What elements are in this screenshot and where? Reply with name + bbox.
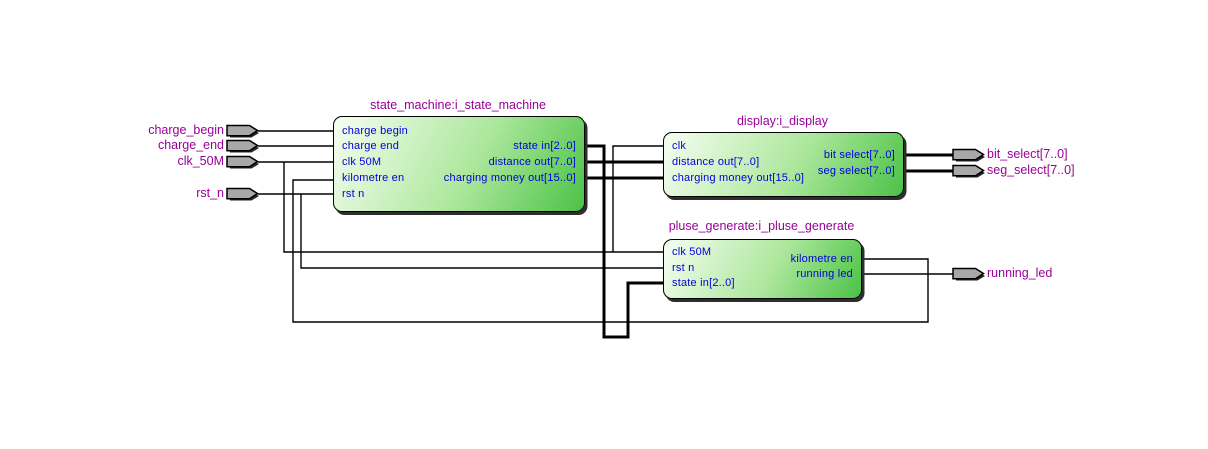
output-pin-arrow-icon bbox=[952, 164, 985, 177]
port-clk: clk bbox=[672, 140, 687, 152]
pin-glyph bbox=[226, 155, 259, 169]
block-title-pluse-generate: pluse_generate:i_pluse_generate bbox=[668, 219, 855, 233]
output-pin-arrow-icon bbox=[952, 148, 985, 161]
input-pin-clk-50m[interactable] bbox=[226, 155, 260, 169]
output-pin-bit-select[interactable] bbox=[952, 148, 986, 162]
input-pin-arrow-icon bbox=[226, 155, 259, 168]
wire-kilometre-en-feedback[interactable] bbox=[292, 179, 929, 323]
port-running-led: running led bbox=[796, 268, 853, 280]
input-pin-rst-n[interactable] bbox=[226, 187, 260, 201]
wire-rst-n-branch-pluse[interactable] bbox=[300, 194, 663, 269]
port-rst-n: rst n bbox=[672, 262, 695, 274]
input-pin-arrow-icon bbox=[226, 187, 259, 200]
port-charge-begin: charge begin bbox=[342, 125, 409, 137]
block-state-machine[interactable]: charge begin charge end clk 50M kilometr… bbox=[333, 116, 585, 212]
port-bit-select: bit select[7..0] bbox=[823, 149, 895, 161]
block-display[interactable]: clk distance out[7..0] charging money ou… bbox=[663, 132, 904, 197]
port-distance-out: distance out[7..0] bbox=[488, 156, 576, 168]
input-pin-arrow-icon bbox=[226, 139, 259, 152]
output-pin-arrow-icon bbox=[952, 267, 985, 280]
output-pin-seg-select[interactable] bbox=[952, 164, 986, 178]
port-distance-out: distance out[7..0] bbox=[672, 156, 760, 168]
input-pin-charge-begin[interactable] bbox=[226, 124, 260, 138]
port-state-in: state in[2..0] bbox=[513, 140, 576, 152]
port-kilometre-en: kilometre en bbox=[790, 253, 853, 265]
pin-glyph bbox=[226, 139, 259, 153]
input-pin-label-charge-begin: charge_begin bbox=[148, 123, 224, 137]
port-charge-end: charge end bbox=[342, 140, 400, 152]
pin-glyph bbox=[952, 164, 985, 178]
port-charging-money-out: charging money out[15..0] bbox=[672, 172, 805, 184]
port-clk-50m: clk 50M bbox=[342, 156, 382, 168]
block-title-state-machine: state_machine:i_state_machine bbox=[370, 98, 546, 112]
output-pin-label-running-led: running_led bbox=[987, 266, 1053, 280]
port-charging-money-out: charging money out[15..0] bbox=[443, 172, 576, 184]
pin-glyph bbox=[226, 187, 259, 201]
input-pin-label-charge-end: charge_end bbox=[157, 138, 224, 152]
bus-state-in[interactable] bbox=[583, 144, 663, 339]
port-rst-n: rst n bbox=[342, 188, 365, 200]
input-pin-label-clk-50m: clk_50M bbox=[177, 154, 224, 168]
input-pin-charge-end[interactable] bbox=[226, 139, 260, 153]
block-pluse-generate[interactable]: clk 50M rst n state in[2..0] kilometre e… bbox=[663, 239, 862, 299]
input-pin-label-rst-n: rst_n bbox=[196, 186, 224, 200]
pin-glyph bbox=[952, 267, 985, 281]
output-pin-label-seg-select: seg_select[7..0] bbox=[987, 163, 1075, 177]
block-title-display: display:i_display bbox=[736, 114, 829, 128]
wire-clk-50m-branch-display[interactable] bbox=[612, 145, 663, 252]
port-kilometre-en: kilometre en bbox=[342, 172, 405, 184]
pin-glyph bbox=[226, 124, 259, 138]
port-seg-select: seg select[7..0] bbox=[817, 165, 895, 177]
pin-glyph bbox=[952, 148, 985, 162]
output-pin-label-bit-select: bit_select[7..0] bbox=[987, 147, 1068, 161]
wire-clk-50m-branch-pluse[interactable] bbox=[283, 162, 663, 253]
output-pin-running-led[interactable] bbox=[952, 267, 986, 281]
port-state-in: state in[2..0] bbox=[672, 277, 735, 289]
port-clk-50m: clk 50M bbox=[672, 246, 712, 258]
input-pin-arrow-icon bbox=[226, 124, 259, 137]
